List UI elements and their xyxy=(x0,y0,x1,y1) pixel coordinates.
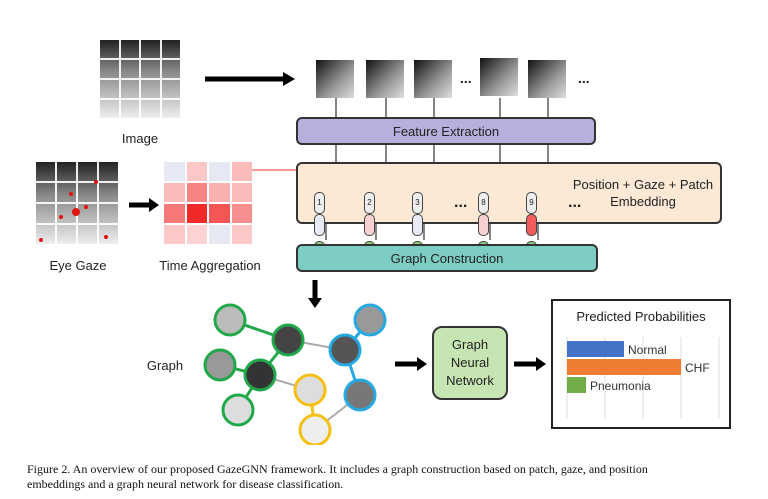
gaze-token xyxy=(526,214,537,236)
arrow-right-icon xyxy=(395,357,427,371)
gnn-label: Graph Neural Network xyxy=(446,337,494,388)
heatmap-cell xyxy=(231,162,252,181)
patch-row: ... ... xyxy=(316,58,606,98)
heatmap-cell xyxy=(164,225,185,244)
patch-9 xyxy=(528,60,566,98)
graph-node xyxy=(343,378,377,412)
gaze-token xyxy=(478,214,489,236)
bar-label: CHF xyxy=(685,361,710,375)
position-token: 1 xyxy=(314,192,325,214)
graph-node xyxy=(213,303,247,337)
heatmap-cell xyxy=(209,204,230,223)
position-token: 8 xyxy=(478,192,489,214)
heatmap-cell xyxy=(164,204,185,223)
eye-gaze-label: Eye Gaze xyxy=(49,258,107,273)
gaze-token xyxy=(364,214,375,236)
graph-label: Graph xyxy=(146,358,184,373)
heatmap-cell xyxy=(186,162,207,181)
input-xray-image xyxy=(99,39,181,119)
bar-chf xyxy=(567,359,681,375)
arrow-down-icon xyxy=(308,280,322,308)
patch-8 xyxy=(480,58,518,96)
graph-node xyxy=(328,333,362,367)
caption-line-2: embeddings and a graph neural network fo… xyxy=(27,477,344,491)
graph-node xyxy=(298,413,332,445)
image-label: Image xyxy=(121,131,159,146)
feature-extraction-box: Feature Extraction xyxy=(296,117,596,145)
ellipsis: ... xyxy=(568,194,582,211)
heatmap-cell xyxy=(164,162,185,181)
graph-node xyxy=(353,303,387,337)
gnn-box: Graph Neural Network xyxy=(432,326,508,400)
heatmap-cell xyxy=(231,183,252,202)
graph-node xyxy=(221,393,255,427)
bar-normal xyxy=(567,341,624,357)
heatmap-cell xyxy=(209,162,230,181)
bar-label: Normal xyxy=(628,343,667,357)
position-token: 9 xyxy=(526,192,537,214)
figure-caption: Figure 2. An overview of our proposed Ga… xyxy=(27,462,747,492)
patch-1 xyxy=(316,60,354,98)
gaze-token xyxy=(412,214,423,236)
time-aggregation-label: Time Aggregation xyxy=(159,258,261,273)
embedding-label: Position + Gaze + Patch Embedding xyxy=(572,177,714,209)
chart-title: Predicted Probabilities xyxy=(576,309,706,324)
graph-visual xyxy=(203,303,387,445)
eye-gaze-image xyxy=(35,161,119,245)
bar-label: Pneumonia xyxy=(590,379,651,393)
gaze-points xyxy=(39,180,108,242)
bar-pneumonia xyxy=(567,377,586,393)
position-token: 3 xyxy=(412,192,423,214)
graph-node xyxy=(243,358,277,392)
heatmap-cell xyxy=(186,225,207,244)
graph-node xyxy=(203,348,237,382)
heatmap-cell xyxy=(231,204,252,223)
patch-3 xyxy=(414,60,452,98)
heatmap-cell xyxy=(209,225,230,244)
graph-construction-box: Graph Construction xyxy=(296,244,598,272)
heatmap-cell xyxy=(209,183,230,202)
graph-node xyxy=(293,373,327,407)
caption-line-1: Figure 2. An overview of our proposed Ga… xyxy=(27,462,648,476)
patch-2 xyxy=(366,60,404,98)
heatmap-cell xyxy=(231,225,252,244)
graph-node xyxy=(271,323,305,357)
time-aggregation-heatmap xyxy=(164,162,252,244)
ellipsis: ... xyxy=(460,70,472,86)
arrow-right-icon xyxy=(205,72,295,86)
arrow-right-icon xyxy=(129,198,159,212)
ellipsis: ... xyxy=(454,194,468,211)
arrow-right-icon xyxy=(514,357,546,371)
heatmap-cell xyxy=(164,183,185,202)
position-token: 2 xyxy=(364,192,375,214)
embedding-box: Position + Gaze + Patch Embedding xyxy=(296,162,722,224)
ellipsis: ... xyxy=(578,70,590,86)
heatmap-cell xyxy=(186,204,207,223)
heatmap-cell xyxy=(186,183,207,202)
gaze-token xyxy=(314,214,325,236)
